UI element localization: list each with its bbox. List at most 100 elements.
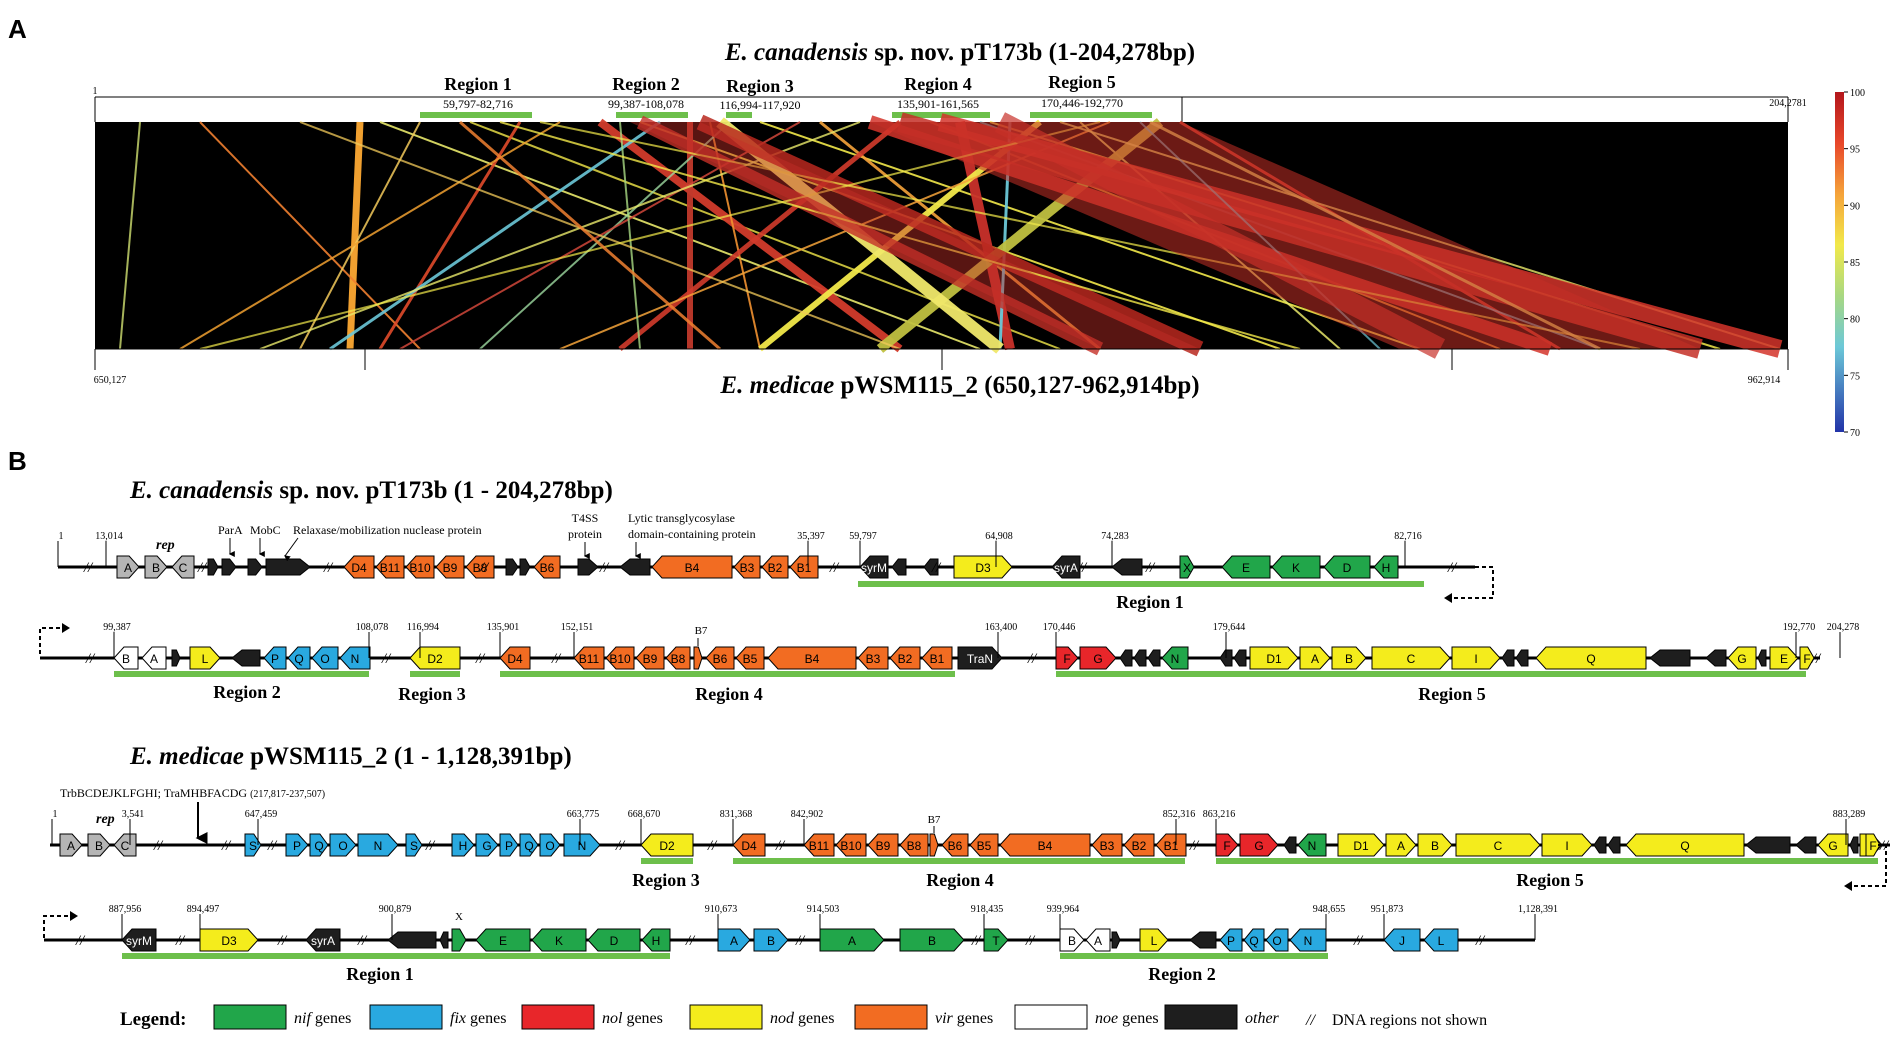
scale-tick-label: 70	[1850, 428, 1860, 439]
gene-label: L	[202, 652, 209, 666]
gene-arrow	[819, 928, 885, 952]
gene-label: J	[1399, 934, 1405, 948]
gene: D4	[732, 833, 766, 857]
gene-label: Q	[1249, 934, 1258, 948]
pt-row2-region5-label: Region 5	[1418, 684, 1486, 704]
coord-label: B7	[695, 625, 708, 637]
gene-arrow	[1289, 928, 1327, 952]
gene-label: H	[459, 839, 468, 853]
region-5-range: 170,446-192,770	[1041, 96, 1123, 110]
region-break: //	[599, 560, 610, 576]
gene-arrow	[1705, 649, 1727, 667]
synteny-link	[618, 120, 902, 351]
gene-label: F	[1063, 652, 1070, 666]
gene-label: B11	[579, 652, 600, 666]
region-break: //	[1353, 933, 1364, 949]
gene-arrow	[1727, 646, 1757, 670]
gene: B5	[969, 833, 999, 857]
legend-item: fix genes	[369, 1004, 506, 1030]
coord-label: 668,670	[628, 809, 661, 820]
gene: A	[116, 555, 140, 579]
gene-label: B11	[809, 839, 830, 853]
legend-item: nif genes	[213, 1004, 351, 1030]
gene-label: N	[578, 839, 587, 853]
gene-arrow	[451, 833, 475, 857]
gene: L	[189, 646, 221, 670]
coord-label: 914,503	[807, 904, 840, 915]
gene-label: G	[482, 839, 491, 853]
coord-label: 863,216	[1203, 809, 1236, 820]
gene-arrow	[573, 646, 605, 670]
gene: Q	[1243, 928, 1265, 952]
region-1-label: Region 1	[444, 74, 512, 94]
region-break: //	[75, 933, 86, 949]
gene: C	[1455, 833, 1541, 857]
gene-label: L	[1151, 934, 1158, 948]
legend-item: other	[1164, 1004, 1280, 1030]
coord-label: 35,397	[797, 531, 825, 542]
gene	[1757, 649, 1767, 667]
top-axis-start: 1	[93, 86, 98, 97]
gene: F	[1865, 833, 1881, 857]
para-annotation: ParA	[218, 523, 243, 537]
region-break: //	[971, 933, 982, 949]
gene-arrow	[1283, 836, 1297, 854]
gene-label: P	[293, 839, 301, 853]
pt-row2-breaks: ////////////	[85, 651, 1822, 667]
panel-b: B E. canadensis sp. nov. pT173b (1 - 204…	[8, 446, 1890, 1030]
gene-label: B5	[977, 839, 992, 853]
gene: G	[475, 833, 499, 857]
gene: Q	[287, 646, 311, 670]
gene-arrow	[1849, 836, 1859, 854]
gene: syrM	[121, 928, 157, 952]
gene-arrow	[563, 833, 601, 857]
region-break: //	[323, 560, 334, 576]
gene: B8	[899, 833, 929, 857]
gene-arrow	[247, 558, 263, 576]
gene-arrow	[375, 555, 405, 579]
region-2-range: 99,387-108,078	[608, 97, 684, 111]
gene-label: B6	[540, 561, 555, 575]
legend-swatch	[521, 1004, 595, 1030]
gene: C	[113, 833, 137, 857]
coord-label: 3,541	[122, 809, 145, 820]
gene-label: H	[1382, 561, 1391, 575]
gene-arrow	[1215, 833, 1239, 857]
gene-label: B8	[907, 839, 922, 853]
gene-arrow	[1607, 836, 1621, 854]
coord-label: 883,289	[1833, 809, 1866, 820]
gene-label: B1	[797, 561, 812, 575]
gene-label: Q	[1680, 839, 1689, 853]
coord-label: 910,673	[705, 904, 738, 915]
gene-label: D	[610, 934, 619, 948]
gene: B4	[651, 555, 733, 579]
gene: A	[1299, 646, 1331, 670]
wrap-connector	[1452, 566, 1494, 599]
gene-arrow	[619, 558, 651, 576]
gene-arrow	[1451, 646, 1501, 670]
gene: A	[141, 646, 167, 670]
gene-arrow	[641, 928, 671, 952]
identity-scale-bar	[1835, 92, 1844, 432]
gene-arrow	[1455, 833, 1541, 857]
gene-label: B8	[473, 561, 488, 575]
gene-arrow	[116, 555, 140, 579]
gene-arrow	[531, 928, 587, 952]
bottom-axis-end: 962,914	[1748, 375, 1781, 386]
gene: B	[87, 833, 111, 857]
gene: B	[1331, 646, 1367, 670]
gene-arrow	[499, 646, 531, 670]
coord-label: 163,400	[985, 622, 1018, 633]
gene	[231, 649, 261, 667]
wrap-connector-left	[39, 627, 60, 656]
coord-label: 64,908	[985, 531, 1013, 542]
gene-arrow	[651, 555, 733, 579]
legend-swatch	[854, 1004, 928, 1030]
gene-arrow	[1299, 646, 1331, 670]
